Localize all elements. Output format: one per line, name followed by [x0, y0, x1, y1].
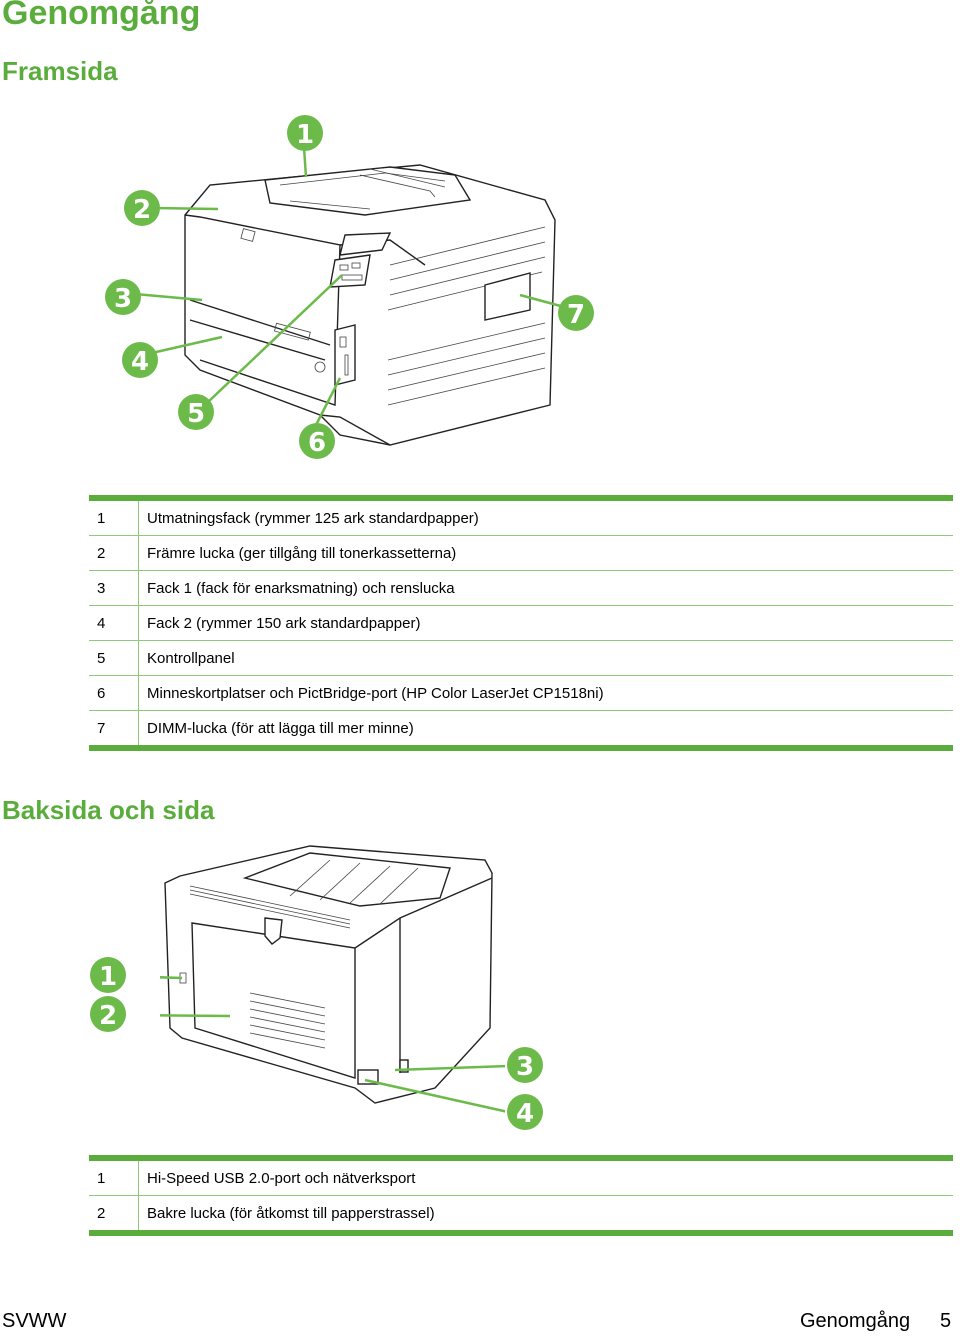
row-description: Bakre lucka (för åtkomst till papperstra…: [138, 1195, 953, 1236]
footer-left: SVWW: [2, 1310, 67, 1332]
table-row: 1 Utmatningsfack (rymmer 125 ark standar…: [89, 495, 953, 536]
row-description: Kontrollpanel: [138, 640, 953, 676]
callout-4: 4: [507, 1094, 543, 1130]
row-description: Fack 1 (fack för enarksmatning) och rens…: [138, 570, 953, 606]
back-printer-illustration: [160, 845, 505, 1113]
svg-text:2: 2: [133, 195, 151, 225]
row-description: Minneskortplatser och PictBridge-port (H…: [138, 675, 953, 711]
row-number: 2: [89, 1195, 139, 1236]
table-row: 3 Fack 1 (fack för enarksmatning) och re…: [89, 570, 953, 606]
callout-6: 6: [299, 423, 335, 459]
svg-text:3: 3: [516, 1052, 534, 1082]
row-number: 3: [89, 570, 139, 606]
row-description: Utmatningsfack (rymmer 125 ark standardp…: [138, 495, 953, 536]
callout-4: 4: [122, 342, 158, 378]
callout-1: 1: [90, 957, 126, 993]
page-title: Genomgång: [2, 0, 201, 32]
callout-3: 3: [105, 279, 141, 315]
section-heading-front: Framsida: [2, 56, 118, 86]
table-row: 4 Fack 2 (rymmer 150 ark standardpapper): [89, 605, 953, 641]
front-legend-table: 1 Utmatningsfack (rymmer 125 ark standar…: [89, 495, 953, 751]
svg-text:6: 6: [308, 428, 326, 458]
footer-section-label: Genomgång: [800, 1310, 911, 1332]
table-row: 5 Kontrollpanel: [89, 640, 953, 676]
callout-2: 2: [90, 996, 126, 1032]
row-description: Hi-Speed USB 2.0-port och nätverksport: [138, 1155, 953, 1196]
row-number: 1: [89, 495, 139, 536]
table-row: 2 Bakre lucka (för åtkomst till papperst…: [89, 1195, 953, 1236]
row-number: 5: [89, 640, 139, 676]
row-number: 4: [89, 605, 139, 641]
svg-text:4: 4: [131, 347, 149, 377]
svg-text:7: 7: [567, 300, 585, 330]
callout-3: 3: [507, 1047, 543, 1083]
svg-text:2: 2: [99, 1001, 117, 1031]
svg-text:1: 1: [99, 962, 117, 992]
svg-text:3: 3: [114, 284, 132, 314]
front-callouts: 1 2 3 4 5 6 7: [105, 115, 594, 459]
svg-text:5: 5: [187, 399, 205, 429]
svg-text:1: 1: [296, 120, 314, 150]
row-number: 2: [89, 535, 139, 571]
table-row: 1 Hi-Speed USB 2.0-port och nätverksport: [89, 1155, 953, 1196]
row-number: 7: [89, 710, 139, 751]
row-description: Främre lucka (ger tillgång till tonerkas…: [138, 535, 953, 571]
svg-text:4: 4: [516, 1099, 534, 1129]
row-description: Fack 2 (rymmer 150 ark standardpapper): [138, 605, 953, 641]
callout-1: 1: [287, 115, 323, 151]
front-printer-illustration: [134, 132, 569, 446]
row-description: DIMM-lucka (för att lägga till mer minne…: [138, 710, 953, 751]
table-row: 6 Minneskortplatser och PictBridge-port …: [89, 675, 953, 711]
row-number: 6: [89, 675, 139, 711]
callout-7: 7: [558, 295, 594, 331]
table-row: 7 DIMM-lucka (för att lägga till mer min…: [89, 710, 953, 751]
callout-2: 2: [124, 190, 160, 226]
section-heading-back: Baksida och sida: [2, 795, 215, 825]
back-legend-table: 1 Hi-Speed USB 2.0-port och nätverksport…: [89, 1155, 953, 1236]
row-number: 1: [89, 1155, 139, 1196]
back-callouts: 1 2 3 4: [90, 957, 543, 1130]
callout-5: 5: [178, 394, 214, 430]
footer-page-number: 5: [940, 1310, 952, 1332]
table-row: 2 Främre lucka (ger tillgång till tonerk…: [89, 535, 953, 571]
